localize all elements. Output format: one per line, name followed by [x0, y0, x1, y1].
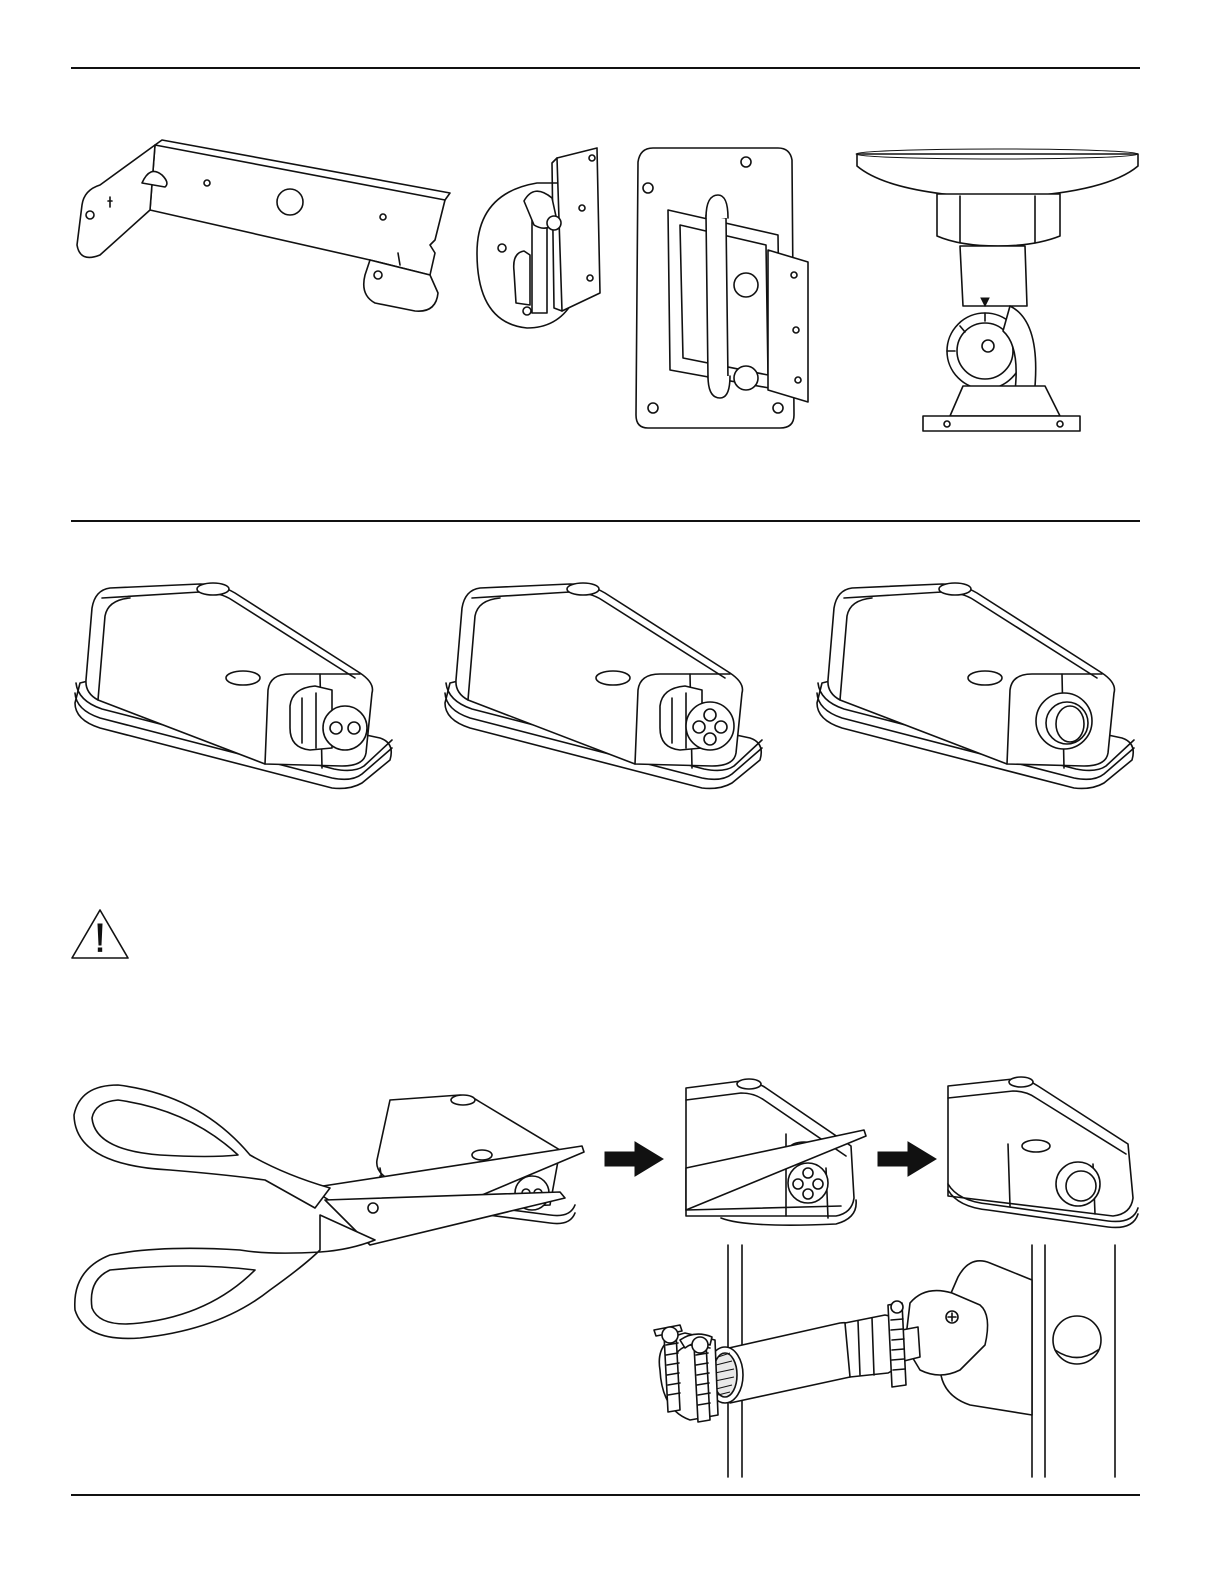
- box-two-hole-grommet-illustration: [70, 578, 405, 803]
- ceiling-mount-illustration: [855, 146, 1140, 438]
- u-bracket-illustration: [70, 135, 455, 315]
- scissors-cut-illustration: [70, 1080, 590, 1345]
- grommet-cut-closeup-illustration: [686, 1078, 866, 1228]
- box-four-hole-grommet-illustration: [440, 578, 775, 803]
- top-rule: [71, 67, 1140, 69]
- middle-rule: [71, 520, 1140, 522]
- bottom-rule: [71, 1494, 1140, 1496]
- pan-tilt-wall-bracket-illustration: [628, 140, 808, 430]
- right-arrow-icon: [605, 1140, 665, 1178]
- wall-swivel-bracket-illustration: [472, 143, 612, 333]
- warning-triangle-icon: [70, 908, 130, 960]
- box-open-conduit-port-illustration: [812, 578, 1147, 803]
- grommet-removed-illustration: [948, 1076, 1143, 1226]
- conduit-installation-illustration: [640, 1245, 1120, 1480]
- right-arrow-icon: [878, 1140, 938, 1178]
